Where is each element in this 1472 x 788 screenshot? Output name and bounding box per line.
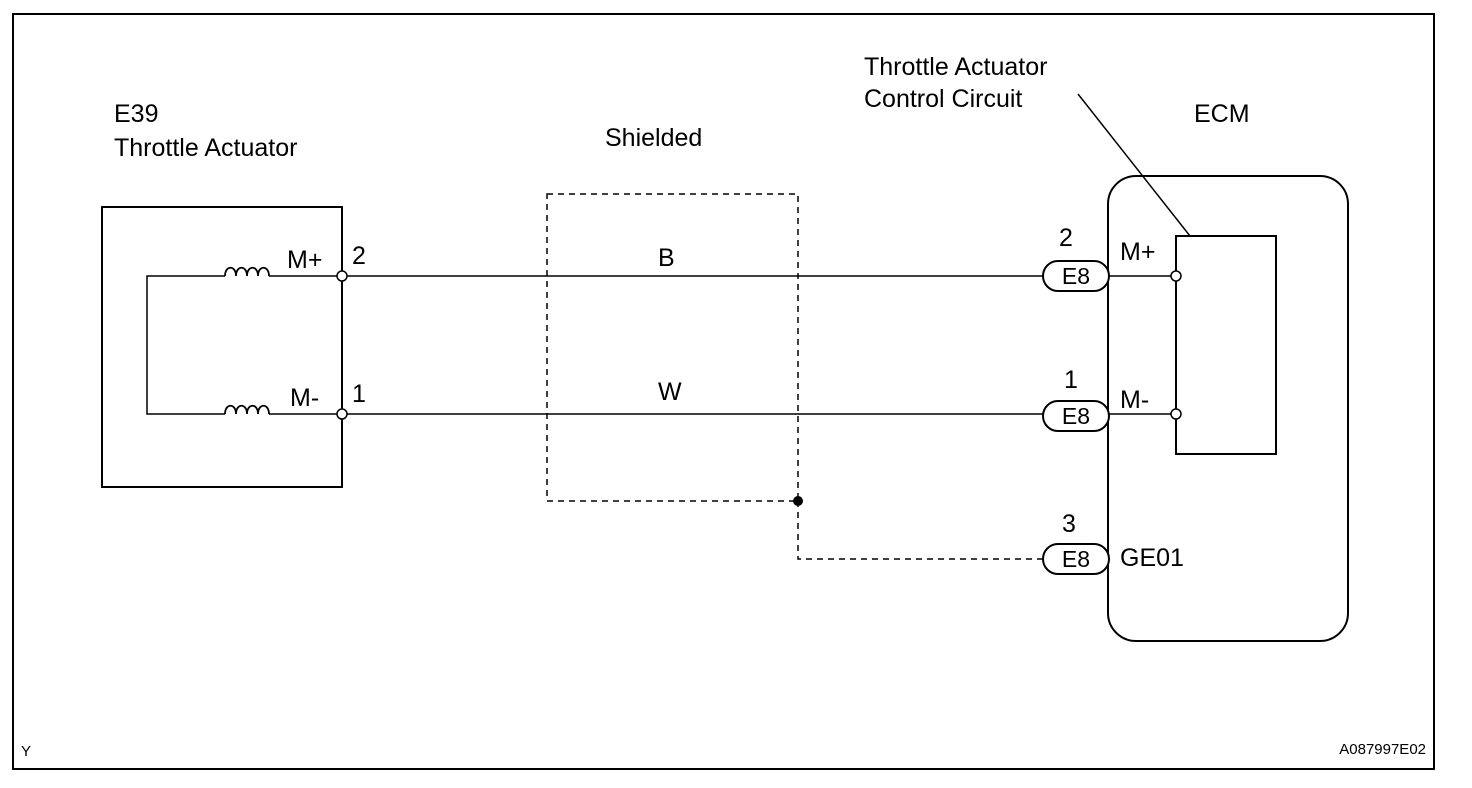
actuator-pin-minus-label: M- [290, 384, 319, 412]
ecm-terminal-plus [1170, 270, 1182, 282]
shield-drain-wire [797, 501, 1043, 560]
svg-text:E8: E8 [1062, 403, 1090, 429]
connector-e8-pin1: E8 [1042, 400, 1110, 432]
footer-left-mark: Y [21, 743, 31, 760]
ecm-circuit-label-line1: Throttle Actuator [864, 53, 1047, 81]
ecm-label: ECM [1194, 100, 1250, 128]
connector-pin-number: 3 [1062, 510, 1076, 538]
actuator-terminal-minus [336, 408, 348, 420]
ecm-control-circuit-box [1175, 235, 1277, 455]
circuit-leader-line [1077, 93, 1191, 237]
wire-plus-color: B [658, 244, 675, 272]
svg-text:E8: E8 [1062, 546, 1090, 572]
actuator-terminal-plus [336, 270, 348, 282]
actuator-code: E39 [114, 100, 158, 128]
connector-pin-number: 1 [1064, 366, 1078, 394]
shield-box [546, 193, 799, 502]
diagram-frame [12, 13, 1435, 770]
shield-junction-dot [793, 496, 803, 506]
figure-id: A087997E02 [1339, 741, 1426, 758]
motor-coil-icon [224, 266, 270, 277]
svg-text:E8: E8 [1062, 263, 1090, 289]
connector-e8-pin3: E8 [1042, 543, 1110, 575]
connector-e8-pin2: E8 [1042, 260, 1110, 292]
actuator-internal-wire [146, 275, 225, 415]
connector-pin-number: 2 [1059, 224, 1073, 252]
ecm-terminal-minus-label: M- [1120, 386, 1149, 414]
actuator-box [101, 206, 343, 488]
ecm-terminal-minus [1170, 408, 1182, 420]
actuator-pin-plus-number: 2 [352, 242, 366, 270]
actuator-pin-minus-number: 1 [352, 380, 366, 408]
wire-minus-color: W [658, 378, 682, 406]
ecm-circuit-label-line2: Control Circuit [864, 85, 1022, 113]
actuator-name: Throttle Actuator [114, 134, 297, 162]
motor-coil-icon [224, 404, 270, 415]
ecm-terminal-plus-label: M+ [1120, 238, 1155, 266]
actuator-pin-plus-label: M+ [287, 246, 322, 274]
ecm-ground-label: GE01 [1120, 544, 1184, 572]
shield-label: Shielded [605, 124, 702, 152]
